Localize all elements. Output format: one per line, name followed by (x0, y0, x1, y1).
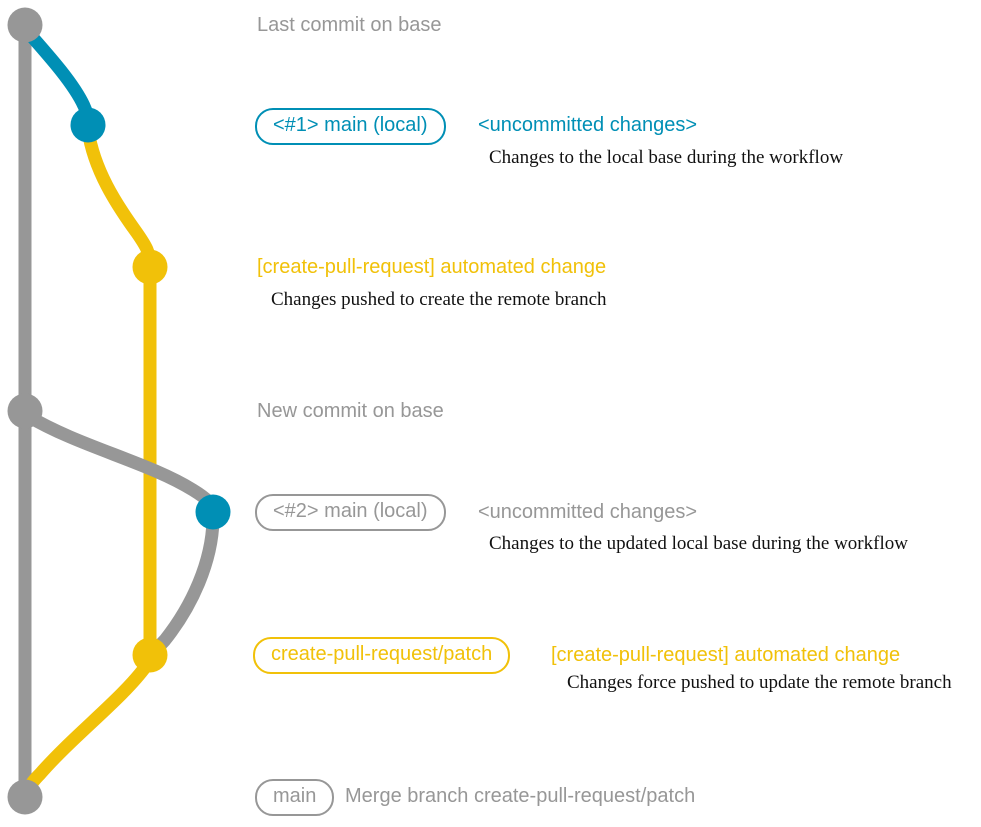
commit-message-automated-1: [create-pull-request] automated change (257, 256, 607, 278)
base-rebase-in-curve (143, 513, 220, 663)
remote-merge-curve (19, 659, 153, 801)
commit-description-uncommitted-2: Changes to the updated local base during… (489, 533, 908, 554)
git-graph (7, 7, 231, 815)
branch-label-main: main (255, 779, 335, 816)
commit-description-automated-2: Changes force pushed to update the remot… (567, 672, 952, 693)
commit-dot-automated-1 (132, 249, 168, 285)
commit-description-automated-1: Changes pushed to create the remote bran… (271, 289, 607, 310)
commit-dot-last-base (7, 7, 43, 43)
commit-message-uncommitted-1: <uncommitted changes> (478, 114, 698, 136)
branch-label-main-local-2: <#2> main (local) (255, 494, 446, 531)
remote-branch-out-curve (81, 123, 157, 274)
commit-description-uncommitted-1: Changes to the local base during the wor… (489, 147, 844, 168)
commit-dot-new-base (7, 393, 43, 429)
commit-dot-merge (7, 779, 43, 815)
branch-label-main-local-1: <#1> main (local) (255, 108, 446, 145)
commit-message-uncommitted-2: <uncommitted changes> (478, 501, 698, 523)
base-rebase-out-curve (21, 409, 220, 519)
commit-message-new-base: New commit on base (257, 400, 444, 422)
commit-dot-local-1 (70, 107, 106, 143)
commit-message-automated-2: [create-pull-request] automated change (551, 644, 901, 666)
commit-dot-automated-2 (132, 637, 168, 673)
commit-dot-local-2 (195, 494, 231, 530)
commit-message-last-base: Last commit on base (257, 14, 442, 36)
commit-message-merge: Merge branch create-pull-request/patch (345, 785, 696, 807)
branch-label-create-pull-request-patch: create-pull-request/patch (253, 637, 511, 674)
